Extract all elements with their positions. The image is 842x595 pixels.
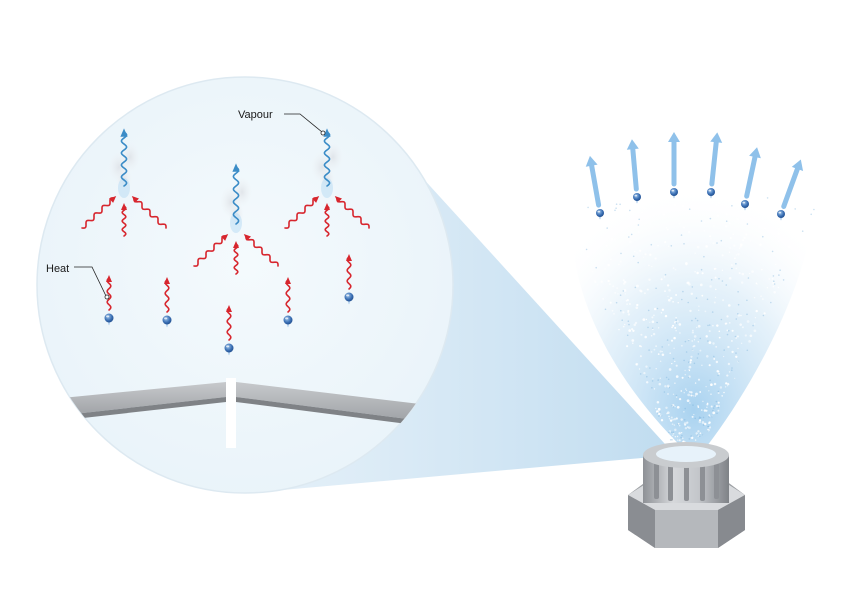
plume-droplet-arrow: [626, 139, 641, 204]
heat-arrow-icon: [106, 275, 112, 311]
heat-arrow-icon: [346, 254, 352, 290]
vapour-label: Vapour: [238, 109, 273, 121]
plume-droplet-arrow: [585, 155, 604, 220]
heat-arrow-icon: [334, 195, 370, 229]
plume-droplet-arrow: [668, 132, 680, 199]
heated-droplet: [344, 254, 354, 305]
arrow-head-icon: [626, 139, 639, 150]
arrow-head-icon: [791, 159, 804, 171]
water-droplet-icon: [224, 343, 234, 356]
sprinkler-nozzle-icon: [628, 442, 745, 548]
water-droplet-icon: [283, 315, 293, 328]
water-droplet-icon: [104, 313, 114, 326]
plume-droplet-arrow: [777, 159, 804, 221]
arrow-head-icon: [668, 132, 680, 142]
heated-droplet: [224, 305, 234, 356]
water-droplet-icon: [777, 210, 785, 221]
heat-callout: Heat: [46, 263, 110, 300]
spray-cloud: [572, 155, 816, 455]
arrow-head-icon: [749, 147, 761, 159]
plume-droplet-arrow: [707, 132, 723, 199]
heated-droplet: [283, 277, 293, 328]
evaporation-group: [81, 128, 167, 237]
arrow-head-icon: [710, 132, 723, 143]
evaporation-group: [284, 128, 370, 237]
plume-vapour-arrows: [585, 132, 804, 221]
steam-cloud: [220, 177, 252, 233]
heat-arrow-icon: [226, 305, 232, 341]
evaporation-group: [193, 163, 279, 275]
heat-arrow-icon: [193, 233, 229, 267]
heat-arrow-icon: [164, 277, 170, 313]
vapour-arrow-icon: [120, 128, 128, 187]
water-droplet-icon: [596, 209, 604, 220]
vapour-arrow-icon: [323, 128, 331, 187]
heat-arrow-icon: [121, 203, 127, 237]
heat-arrow-icon: [324, 203, 330, 237]
steam-cloud: [108, 142, 140, 198]
heat-arrow-icon: [284, 195, 320, 229]
heated-droplet: [162, 277, 172, 328]
water-droplet-icon: [162, 315, 172, 328]
vapour-callout: Vapour: [238, 109, 326, 136]
water-droplet-icon: [344, 292, 354, 305]
magnified-view-circle: [36, 76, 454, 494]
heat-label: Heat: [46, 263, 69, 275]
heat-arrow-icon: [81, 195, 117, 229]
evaporation-detail: [81, 128, 370, 356]
plume-droplet-arrow: [741, 147, 761, 211]
water-droplet-icon: [741, 200, 749, 211]
heat-arrow-icon: [233, 241, 239, 275]
heated-droplet: [104, 275, 114, 326]
water-droplet-icon: [670, 188, 678, 199]
water-droplet-icon: [707, 188, 715, 199]
arrow-head-icon: [585, 155, 598, 167]
vapour-arrow-icon: [232, 163, 240, 225]
heat-arrow-icon: [131, 195, 167, 229]
heat-arrow-icon: [285, 277, 291, 313]
heat-arrow-icon: [243, 233, 279, 267]
water-droplet-icon: [633, 193, 641, 204]
